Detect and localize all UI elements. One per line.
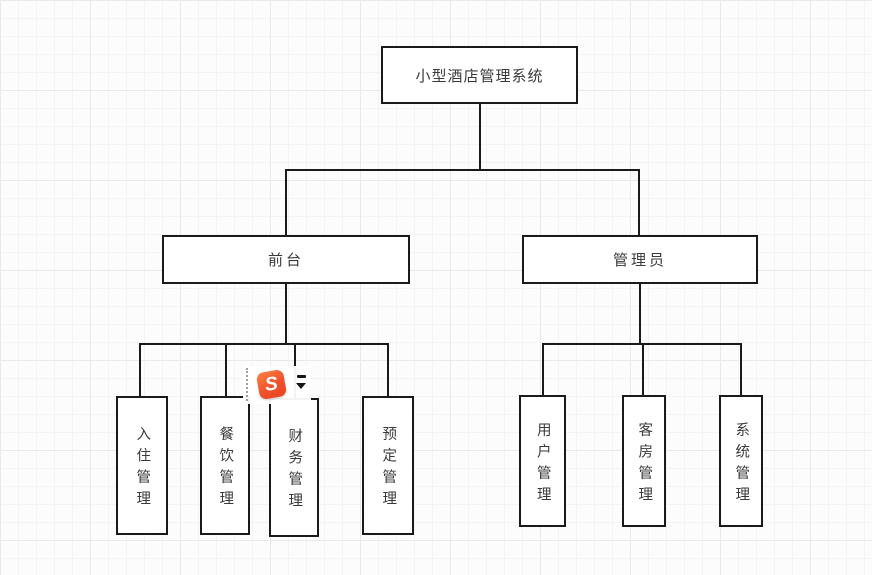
node-checkin-label: 入住管理 xyxy=(134,426,151,512)
node-admin-label: 管理员 xyxy=(612,252,667,269)
chevron-down-icon[interactable] xyxy=(296,383,306,389)
drag-handle-icon[interactable] xyxy=(246,368,248,401)
widget-collapse-control[interactable] xyxy=(296,375,306,389)
node-system-mgmt[interactable]: 系统管理 xyxy=(719,395,763,527)
node-room-label: 客房管理 xyxy=(636,421,653,508)
edge-root-branch xyxy=(285,169,640,235)
node-user-label: 用户管理 xyxy=(534,421,551,508)
node-root-label: 小型酒店管理系统 xyxy=(415,67,544,85)
node-booking-label: 预定管理 xyxy=(380,426,397,512)
node-checkin-mgmt[interactable]: 入住管理 xyxy=(116,396,168,535)
node-finance-label: 财务管理 xyxy=(286,428,303,514)
node-catering-label: 餐饮管理 xyxy=(217,426,234,512)
snipaste-logo-icon[interactable]: S xyxy=(255,368,288,401)
node-front-desk[interactable]: 前台 xyxy=(162,235,410,284)
node-user-mgmt[interactable]: 用户管理 xyxy=(519,395,566,527)
edge-frontdesk-branch xyxy=(139,343,389,397)
snipaste-logo-letter: S xyxy=(263,373,280,396)
collapse-bar-icon[interactable] xyxy=(296,375,306,378)
node-system-label: 系统管理 xyxy=(733,421,750,508)
node-root-hotel-system[interactable]: 小型酒店管理系统 xyxy=(381,46,578,104)
node-finance-mgmt[interactable]: 财务管理 xyxy=(269,398,319,537)
node-room-mgmt[interactable]: 客房管理 xyxy=(622,395,666,527)
node-booking-mgmt[interactable]: 预定管理 xyxy=(362,396,414,535)
screenshot-tool-widget[interactable]: S xyxy=(243,366,311,404)
node-front-desk-label: 前台 xyxy=(267,252,304,269)
node-admin[interactable]: 管理员 xyxy=(522,235,758,284)
node-catering-mgmt[interactable]: 餐饮管理 xyxy=(200,396,250,535)
